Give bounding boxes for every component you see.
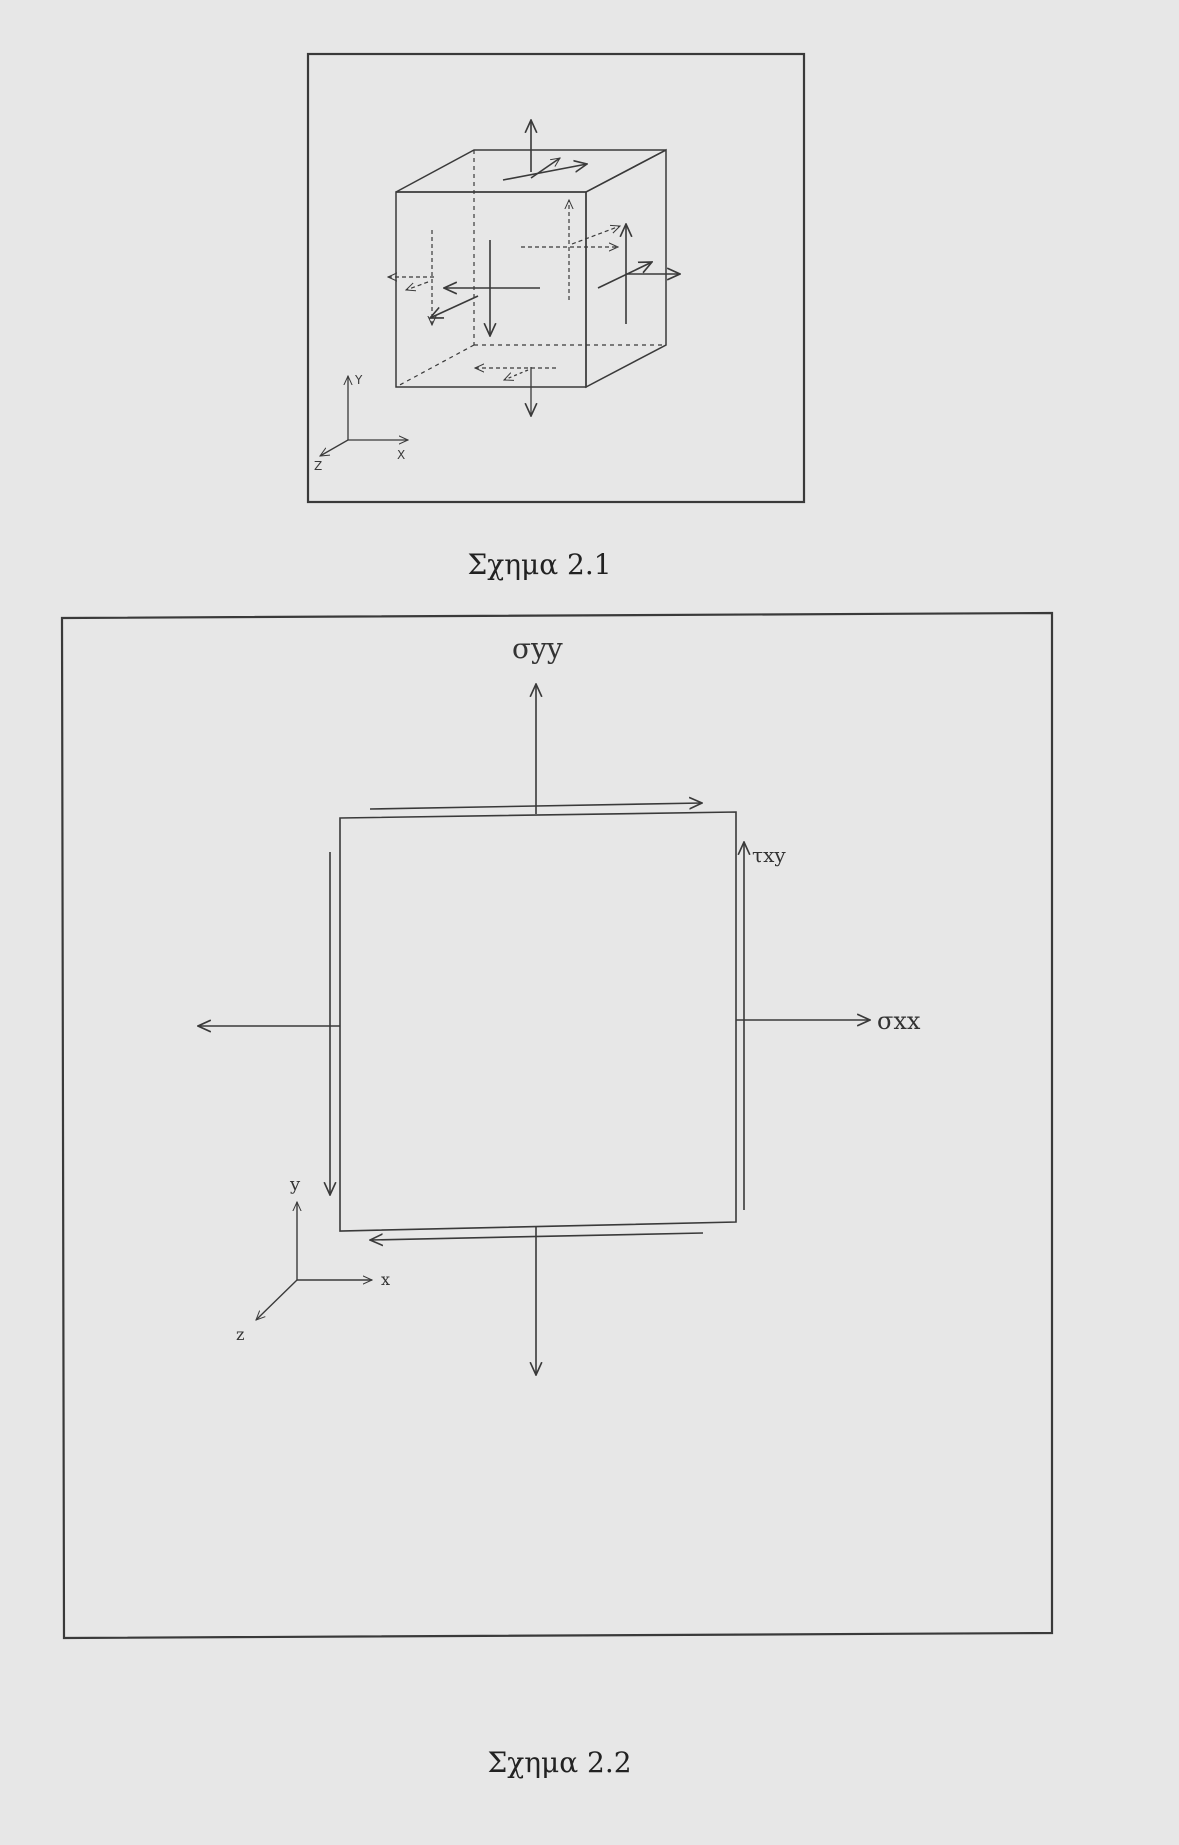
left-face-stress-arrows [388,230,434,325]
figure-2-2-frame [60,611,1054,1640]
tau-xy-label: τxy [752,843,786,867]
back-face-stress-arrows [521,200,620,300]
bottom-face-stress-arrows [475,367,556,416]
figure-2-2-caption: Σχημα 2.2 [487,1746,632,1779]
figure-2-2-x-axis-label: x [381,1270,390,1289]
shear-top-arrow [369,803,702,809]
stress-element [339,811,737,1232]
top-face-stress-arrows [502,120,587,181]
sigma-yy-label: σyy [512,632,563,665]
figure-2-1-frame [306,52,806,504]
figure-2-1 [306,52,806,504]
figure-2-2-y-axis-label: y [289,1174,301,1195]
figure-2-1-axes [320,376,408,456]
shear-bottom-arrow [370,1232,704,1240]
right-face-stress-arrows [597,224,680,324]
figure-2-1-x-axis-label: X [397,448,405,462]
figure-2-2-axes [256,1202,372,1320]
sigma-xx-label: σxx [877,1007,921,1035]
figure-2-2 [60,611,1054,1640]
figure-2-1-caption: Σχημα 2.1 [467,548,612,581]
cube [395,148,667,389]
figure-2-1-y-axis-label: Y [354,373,363,387]
figure-2-1-z-axis-label: Z [314,459,322,473]
front-face-stress-arrows [430,240,540,336]
figure-2-2-z-axis-label: z [236,1325,244,1344]
